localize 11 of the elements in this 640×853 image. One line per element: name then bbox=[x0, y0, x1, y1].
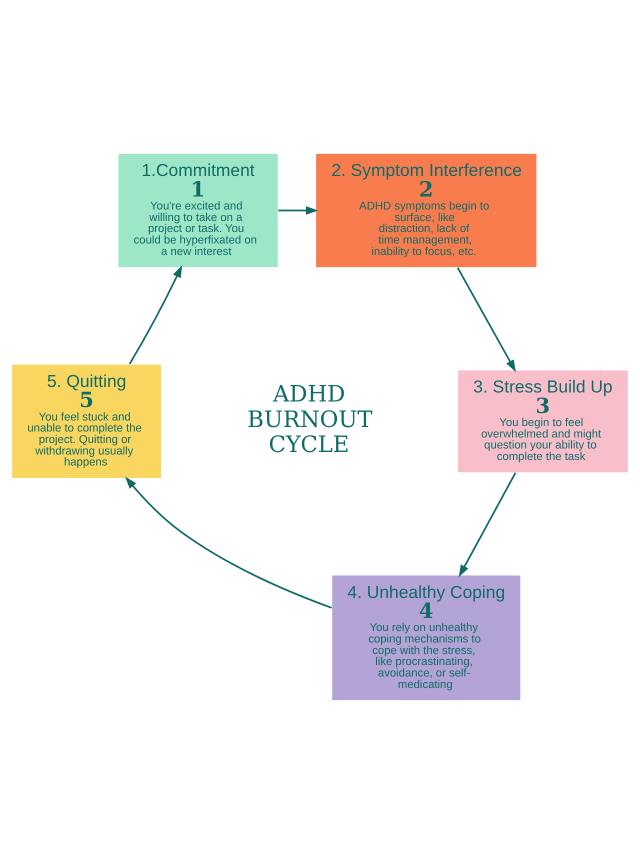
node-box: 1.Commitment 1 You're excited and willing to take on a project or task. You could be hyperfixated on a new interest bbox=[118, 152, 279, 268]
node-text: ADHD BURNOUT CYCLE bbox=[247, 381, 373, 458]
node-box: 4. Unhealthy Coping 4 You rely on unhealthy coping mechanisms to cope with the stress, like procrastinating, avoidance, or self-medicating bbox=[331, 574, 522, 700]
arrow bbox=[128, 264, 182, 364]
node-box: 5. Quitting 5 You feel stuck and unable to complete the project. Quitting or withdrawing usually happens bbox=[11, 363, 162, 478]
node-box: 2. Symptom Interference 2 ADHD symptoms begin to surface, like distraction, lack of time management, inability to focus, etc. bbox=[315, 152, 538, 268]
arrow bbox=[125, 476, 332, 608]
arrow bbox=[458, 472, 516, 577]
arrow bbox=[278, 206, 318, 214]
node-box: 3. Stress Build Up 3 You begin to feel overwhelmed and might question your ability to complete the task bbox=[457, 369, 629, 473]
arrow bbox=[456, 266, 516, 372]
